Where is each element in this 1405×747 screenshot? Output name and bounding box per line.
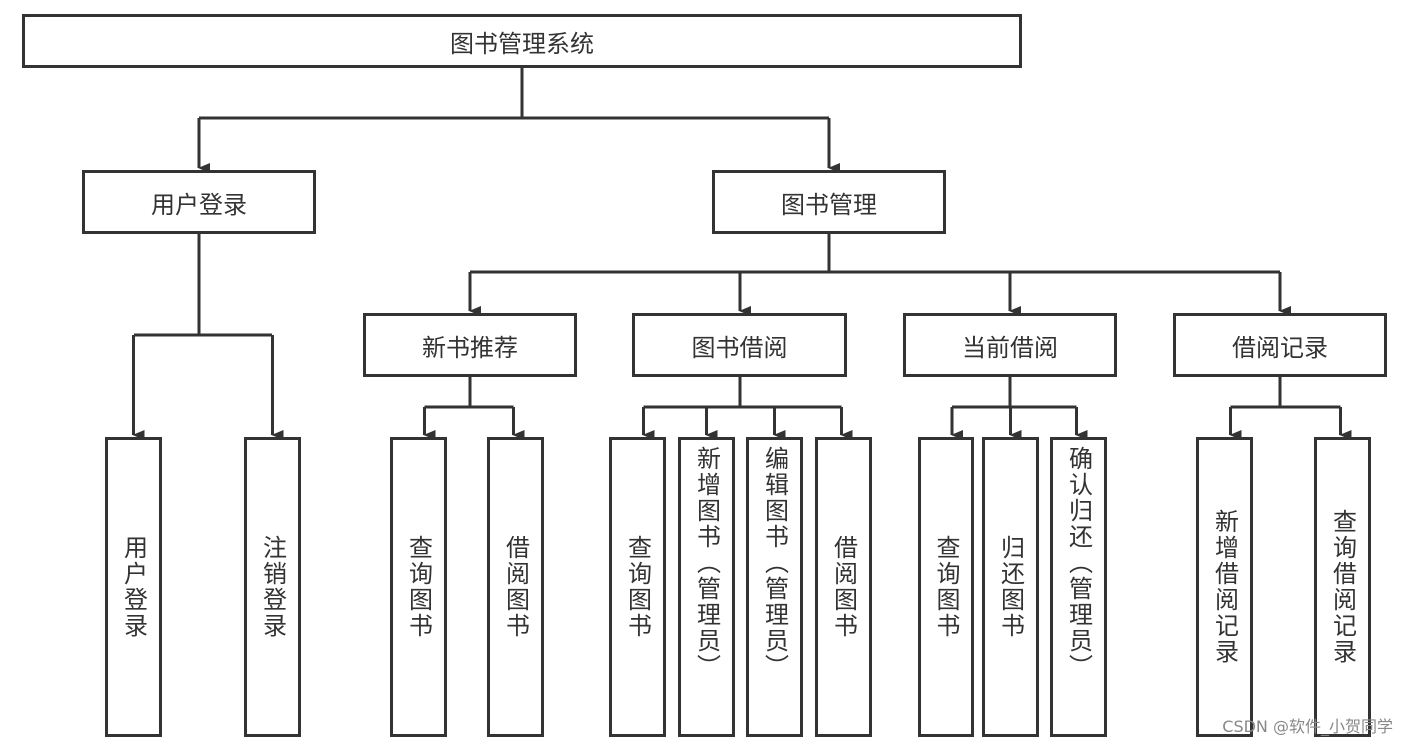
leaf-node: 用户登录 [105, 437, 162, 737]
leaf-node: 借阅图书 [815, 437, 872, 737]
category-node: 图书借阅 [632, 313, 847, 377]
watermark: CSDN @软件_小贺同学 [1222, 717, 1393, 736]
leaf-node: 借阅图书 [487, 437, 544, 737]
leaf-node: 编辑图书（管理员） [746, 437, 803, 737]
leaf-node: 新增图书（管理员） [678, 437, 735, 737]
leaf-node: 查询借阅记录 [1314, 437, 1371, 737]
node-1: 图书管理 [712, 170, 946, 234]
leaf-node: 查询图书 [918, 437, 974, 737]
leaf-node: 查询图书 [609, 437, 666, 737]
leaf-node: 注销登录 [244, 437, 301, 737]
leaf-node: 确认归还（管理员） [1050, 437, 1107, 737]
node-0: 用户登录 [82, 170, 316, 234]
leaf-node: 新增借阅记录 [1196, 437, 1253, 737]
leaf-node: 查询图书 [390, 437, 447, 737]
category-node: 新书推荐 [363, 313, 577, 377]
category-node: 当前借阅 [903, 313, 1117, 377]
leaf-node: 归还图书 [982, 437, 1039, 737]
category-node: 借阅记录 [1173, 313, 1387, 377]
root-node: 图书管理系统 [22, 14, 1022, 68]
